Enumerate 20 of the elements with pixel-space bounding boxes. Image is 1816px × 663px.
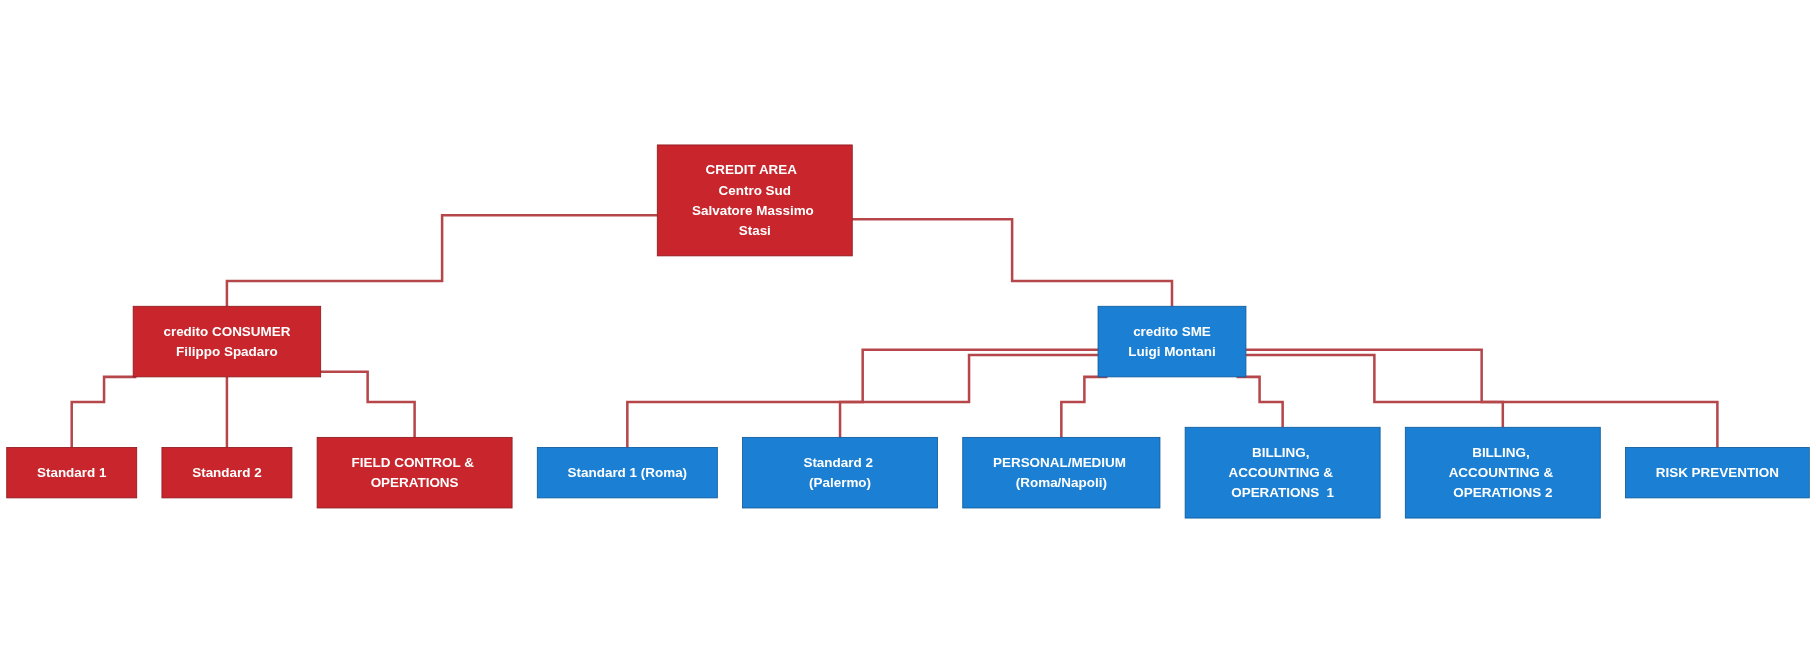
connector — [225, 375, 229, 449]
connector — [1245, 353, 1505, 429]
connector — [838, 353, 1099, 439]
node-box: BILLING, ACCOUNTING & OPERATIONS 2 — [1404, 426, 1601, 519]
node-box: Standard 1 (Roma) — [536, 447, 718, 499]
node-box: CREDIT AREA Centro Sud Salvatore Massimo Stasi — [656, 144, 853, 257]
node-box: credito SME Luigi Montani — [1097, 305, 1247, 378]
connector — [225, 214, 658, 308]
node-box: BILLING, ACCOUNTING & OPERATIONS 1 — [1184, 426, 1381, 519]
connector — [320, 370, 416, 439]
connector — [626, 348, 1099, 449]
node-box: Standard 1 — [6, 447, 138, 499]
node-box: RISK PREVENTION — [1625, 447, 1810, 499]
node-box: FIELD CONTROL & OPERATIONS — [316, 436, 513, 509]
node-box: PERSONAL/MEDIUM (Roma/Napoli) — [962, 436, 1161, 509]
node-box: Standard 2 — [161, 447, 293, 499]
node-box: Standard 2 (Palermo) — [742, 436, 938, 509]
connector — [1245, 348, 1719, 449]
node-box: credito CONSUMER Filippo Spadaro — [132, 305, 322, 378]
connector — [852, 218, 1174, 308]
